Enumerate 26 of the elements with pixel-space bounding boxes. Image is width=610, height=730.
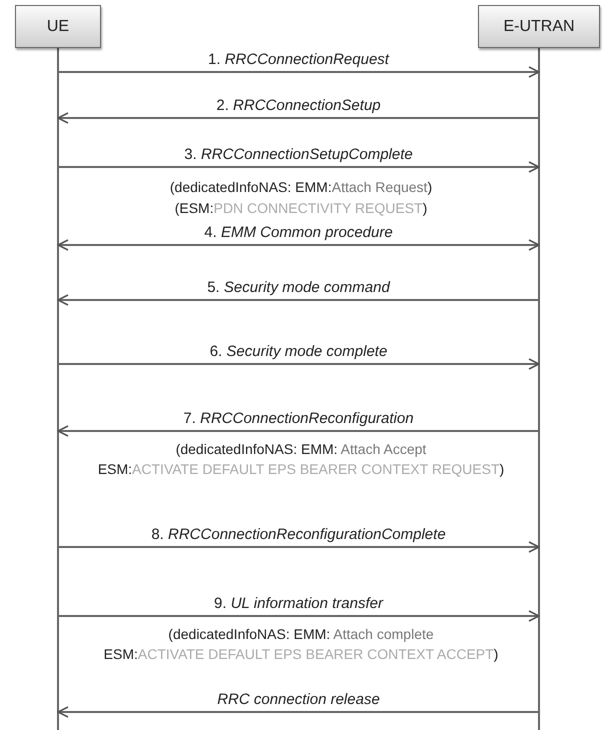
message-label: 2. RRCConnectionSetup xyxy=(216,97,381,115)
message-arrow xyxy=(58,161,540,173)
message-arrow xyxy=(58,541,540,553)
message-label: 7. RRCConnectionReconfiguration xyxy=(183,410,414,428)
message-note: (ESM:PDN CONNECTIVITY REQUEST) xyxy=(174,199,428,218)
message-label: RRC connection release xyxy=(217,691,380,709)
message-arrow xyxy=(57,425,539,437)
message-arrow xyxy=(57,239,540,251)
message-label: 6. Security mode complete xyxy=(210,343,388,361)
message-arrow xyxy=(57,706,539,718)
message-label: 3. RRCConnectionSetupComplete xyxy=(184,146,413,164)
message-arrow xyxy=(57,112,539,124)
message-arrow xyxy=(58,610,540,622)
message-label: 4. EMM Common procedure xyxy=(204,224,393,242)
message-arrow xyxy=(58,66,540,78)
message-note: (dedicatedInfoNAS: EMM: Attach Accept ESM:ACTIVATE DEFAULT EPS BEARER CONTEXT REQUEST) xyxy=(98,440,504,479)
message-label: 8. RRCConnectionReconfigurationComplete xyxy=(151,526,446,544)
message-label: 9. UL information transfer xyxy=(214,595,383,613)
message-note: (dedicatedInfoNAS: EMM: Attach complete ESM:ACTIVATE DEFAULT EPS BEARER CONTEXT ACCEPT) xyxy=(104,625,498,664)
message-label: 1. RRCConnectionRequest xyxy=(208,51,389,69)
participant-name: E-UTRAN xyxy=(503,18,575,36)
message-label: 5. Security mode command xyxy=(207,279,390,297)
participant-name: UE xyxy=(46,18,70,36)
message-arrow xyxy=(58,358,540,370)
message-arrow xyxy=(57,294,539,306)
message-note: (dedicatedInfoNAS: EMM:Attach Request) xyxy=(170,178,432,197)
